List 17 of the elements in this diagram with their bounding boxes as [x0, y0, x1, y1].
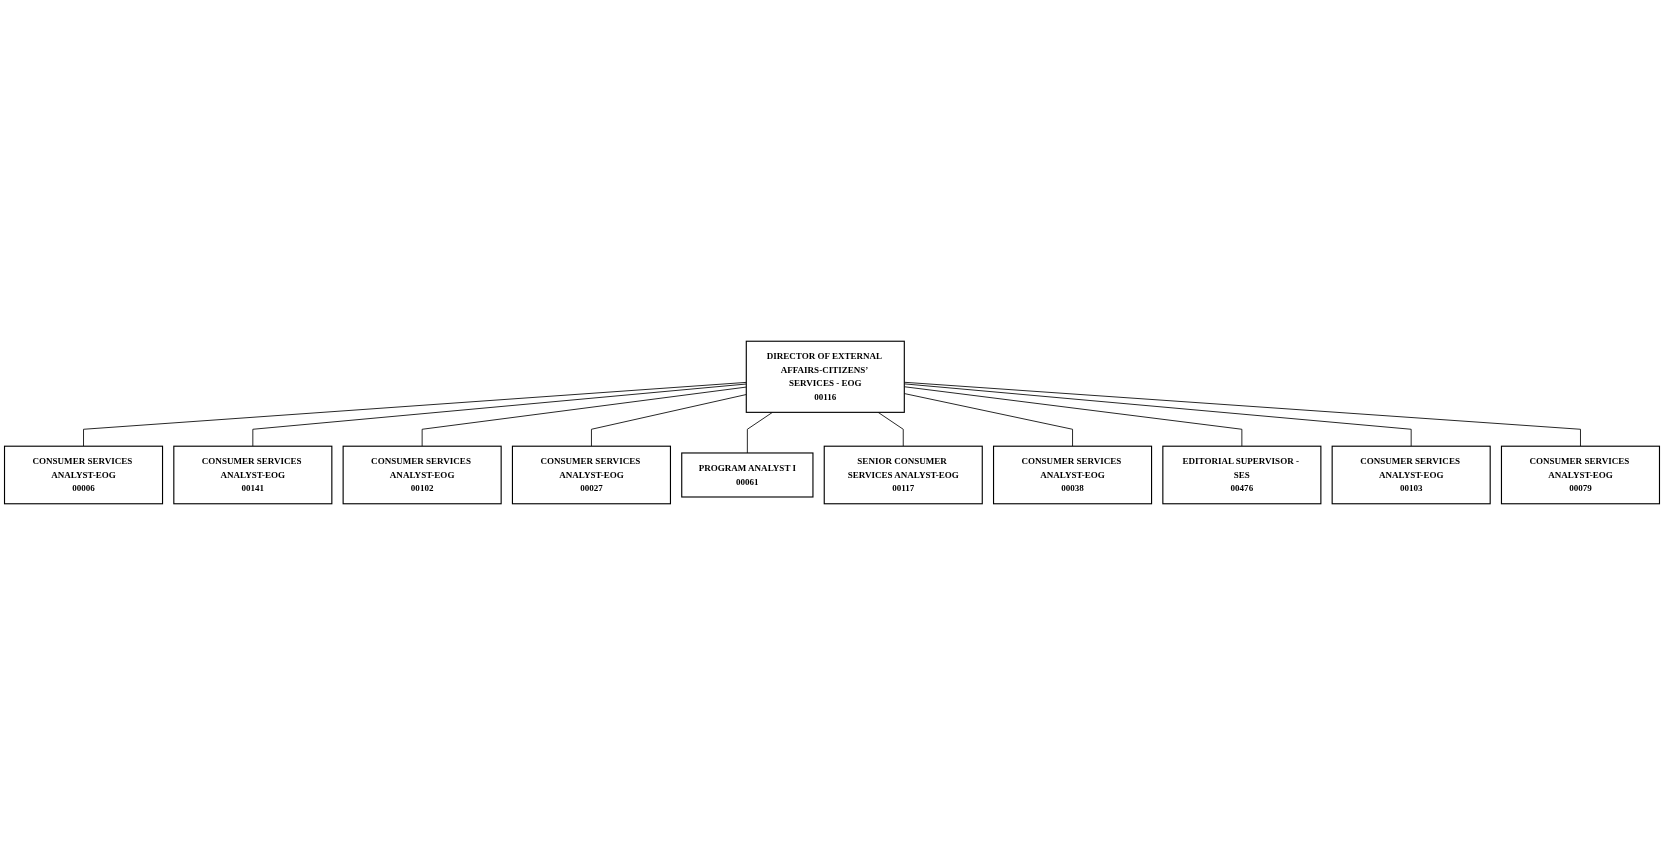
connector: [252, 383, 747, 447]
node-box: CONSUMER SERVICES ANALYST-EOG 00102: [342, 445, 502, 505]
node-box: CONSUMER SERVICES ANALYST-EOG 00141: [173, 445, 333, 505]
node-box: CONSUMER SERVICES ANALYST-EOG 00079: [1500, 445, 1661, 505]
connector: [746, 411, 773, 454]
connector: [877, 411, 904, 447]
node-box: PROGRAM ANALYST I 00061: [681, 452, 814, 498]
node-box: CONSUMER SERVICES ANALYST-EOG 00027: [511, 445, 672, 505]
connector: [421, 386, 747, 447]
node-box: CONSUMER SERVICES ANALYST-EOG 00103: [1331, 445, 1491, 505]
connector: [591, 394, 747, 447]
node-box: DIRECTOR OF EXTERNAL AFFAIRS-CITIZENS’ SERVICES - EOG 00116: [745, 340, 905, 413]
node-box: CONSUMER SERVICES ANALYST-EOG 00006: [3, 445, 164, 505]
node-box: EDITORIAL SUPERVISOR - SES 00476: [1162, 445, 1322, 505]
node-box: CONSUMER SERVICES ANALYST-EOG 00038: [992, 445, 1153, 505]
connector: [83, 381, 747, 447]
node-box: SENIOR CONSUMER SERVICES ANALYST-EOG 00117: [823, 445, 983, 505]
